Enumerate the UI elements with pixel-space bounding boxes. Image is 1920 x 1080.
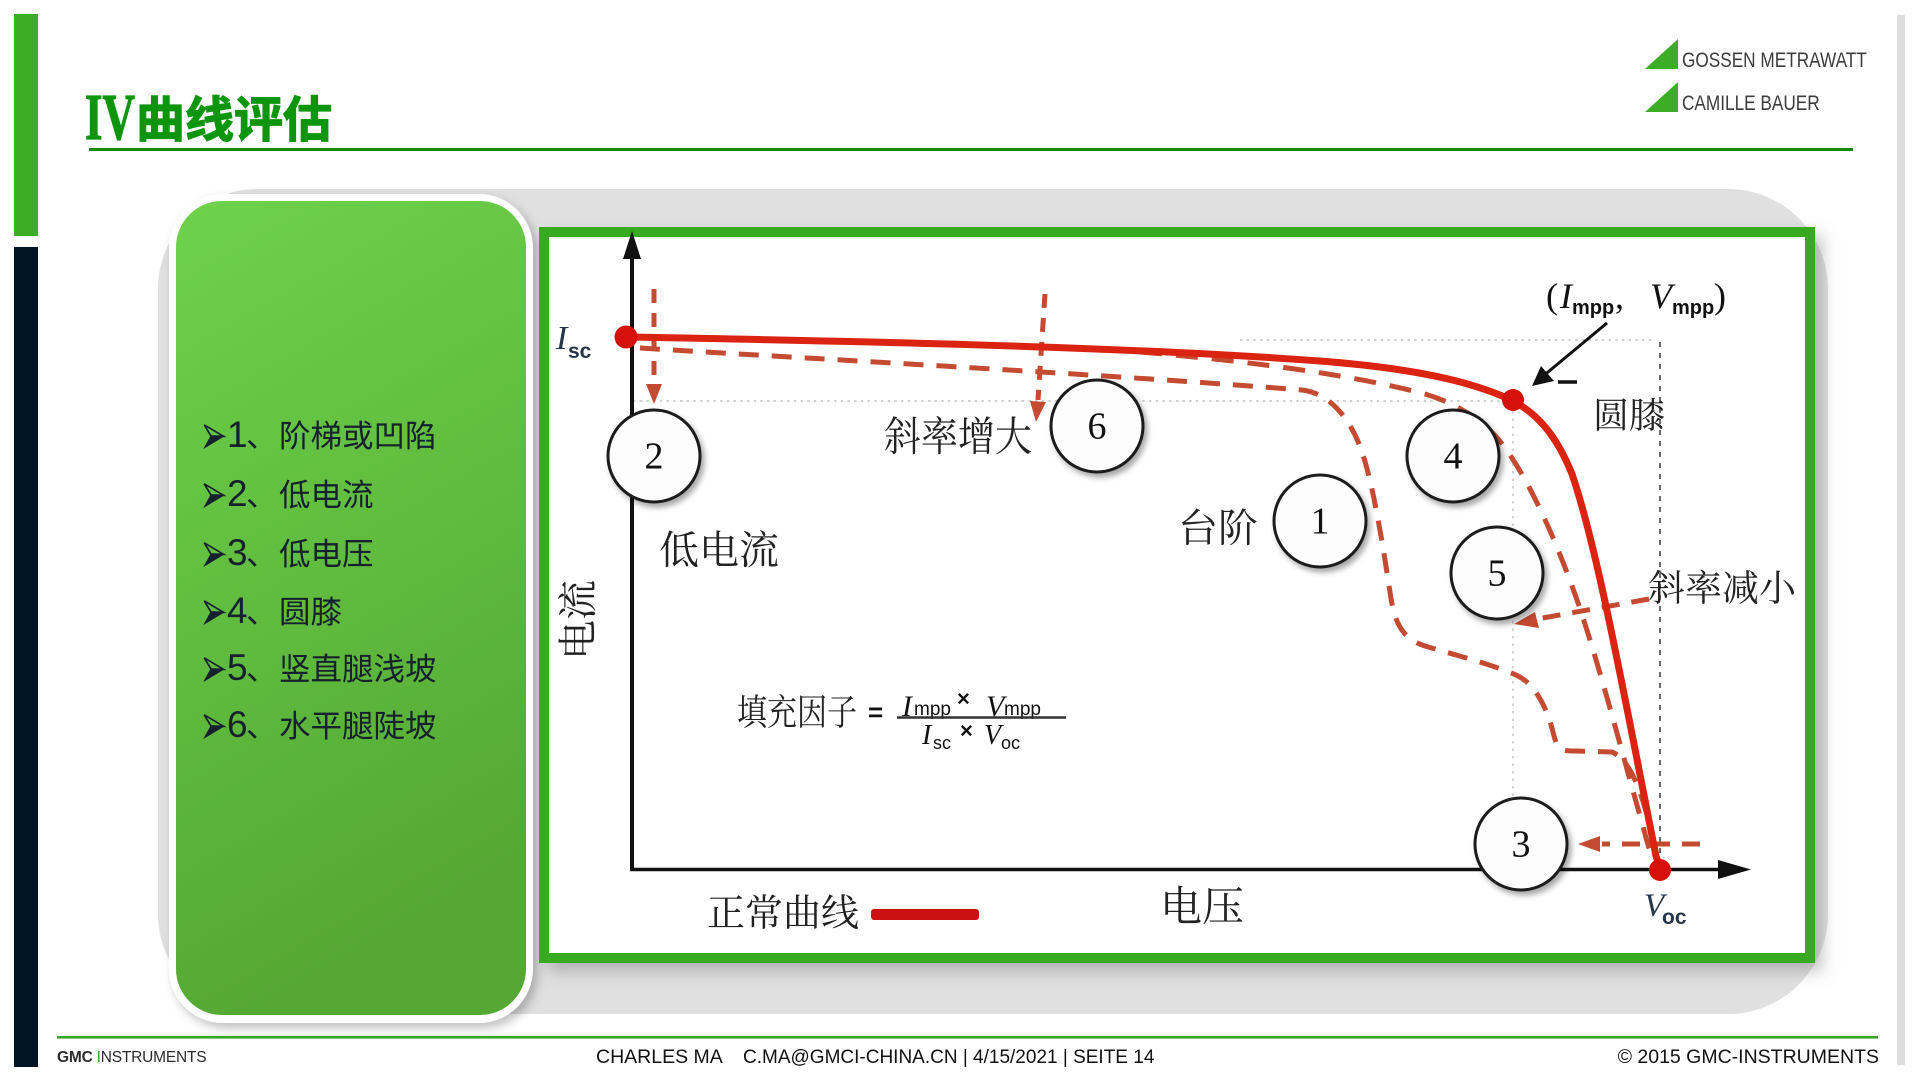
svg-text:IV: IV: [85, 82, 135, 155]
svg-text:mpp: mpp: [1572, 297, 1614, 319]
svg-text:4: 4: [1444, 436, 1463, 478]
svg-text:I: I: [1559, 276, 1574, 316]
svg-text:oc: oc: [1001, 733, 1020, 753]
svg-text:sc: sc: [568, 340, 592, 363]
svg-text:V: V: [1644, 888, 1668, 924]
svg-text:4: 4: [227, 590, 248, 631]
svg-text:6: 6: [1088, 406, 1107, 448]
svg-text:6: 6: [227, 704, 248, 745]
svg-text:1: 1: [227, 414, 248, 455]
svg-text:V: V: [986, 690, 1008, 723]
svg-text:CAMILLE BAUER: CAMILLE BAUER: [1682, 93, 1820, 116]
svg-text:C.MA@GMCI-CHINA.CN | 4/15/2021: C.MA@GMCI-CHINA.CN | 4/15/2021 | SEITE 1…: [743, 1047, 1155, 1068]
svg-text:×: ×: [960, 718, 973, 743]
svg-text:3: 3: [1512, 824, 1531, 866]
svg-text:): ): [1714, 276, 1726, 316]
svg-text:I: I: [555, 320, 569, 357]
svg-text:2: 2: [227, 473, 248, 514]
svg-text:oc: oc: [1662, 906, 1687, 929]
svg-text:=: =: [868, 697, 883, 727]
svg-text:mpp: mpp: [1672, 297, 1714, 319]
svg-text:© 2015 GMC-INSTRUMENTS: © 2015 GMC-INSTRUMENTS: [1618, 1046, 1879, 1068]
svg-text:CHARLES MA: CHARLES MA: [596, 1046, 723, 1068]
svg-text:mpp: mpp: [1004, 699, 1041, 720]
svg-text:×: ×: [957, 686, 970, 711]
svg-text:2: 2: [645, 436, 664, 478]
svg-text:5: 5: [227, 647, 248, 688]
svg-text:I: I: [901, 690, 914, 723]
svg-text:V: V: [1650, 276, 1676, 316]
svg-text:I: I: [921, 720, 933, 751]
svg-text:sc: sc: [933, 733, 951, 753]
svg-text:3: 3: [227, 532, 248, 573]
svg-text:V: V: [984, 720, 1004, 751]
svg-text:(: (: [1546, 276, 1558, 316]
svg-text:,: ,: [1615, 276, 1624, 316]
svg-text:mpp: mpp: [914, 699, 951, 720]
svg-text:1: 1: [1311, 501, 1330, 543]
svg-text:GOSSEN METRAWATT: GOSSEN METRAWATT: [1682, 50, 1867, 73]
svg-text:GMC INSTRUMENTS: GMC INSTRUMENTS: [57, 1049, 206, 1066]
svg-text:5: 5: [1488, 553, 1507, 595]
